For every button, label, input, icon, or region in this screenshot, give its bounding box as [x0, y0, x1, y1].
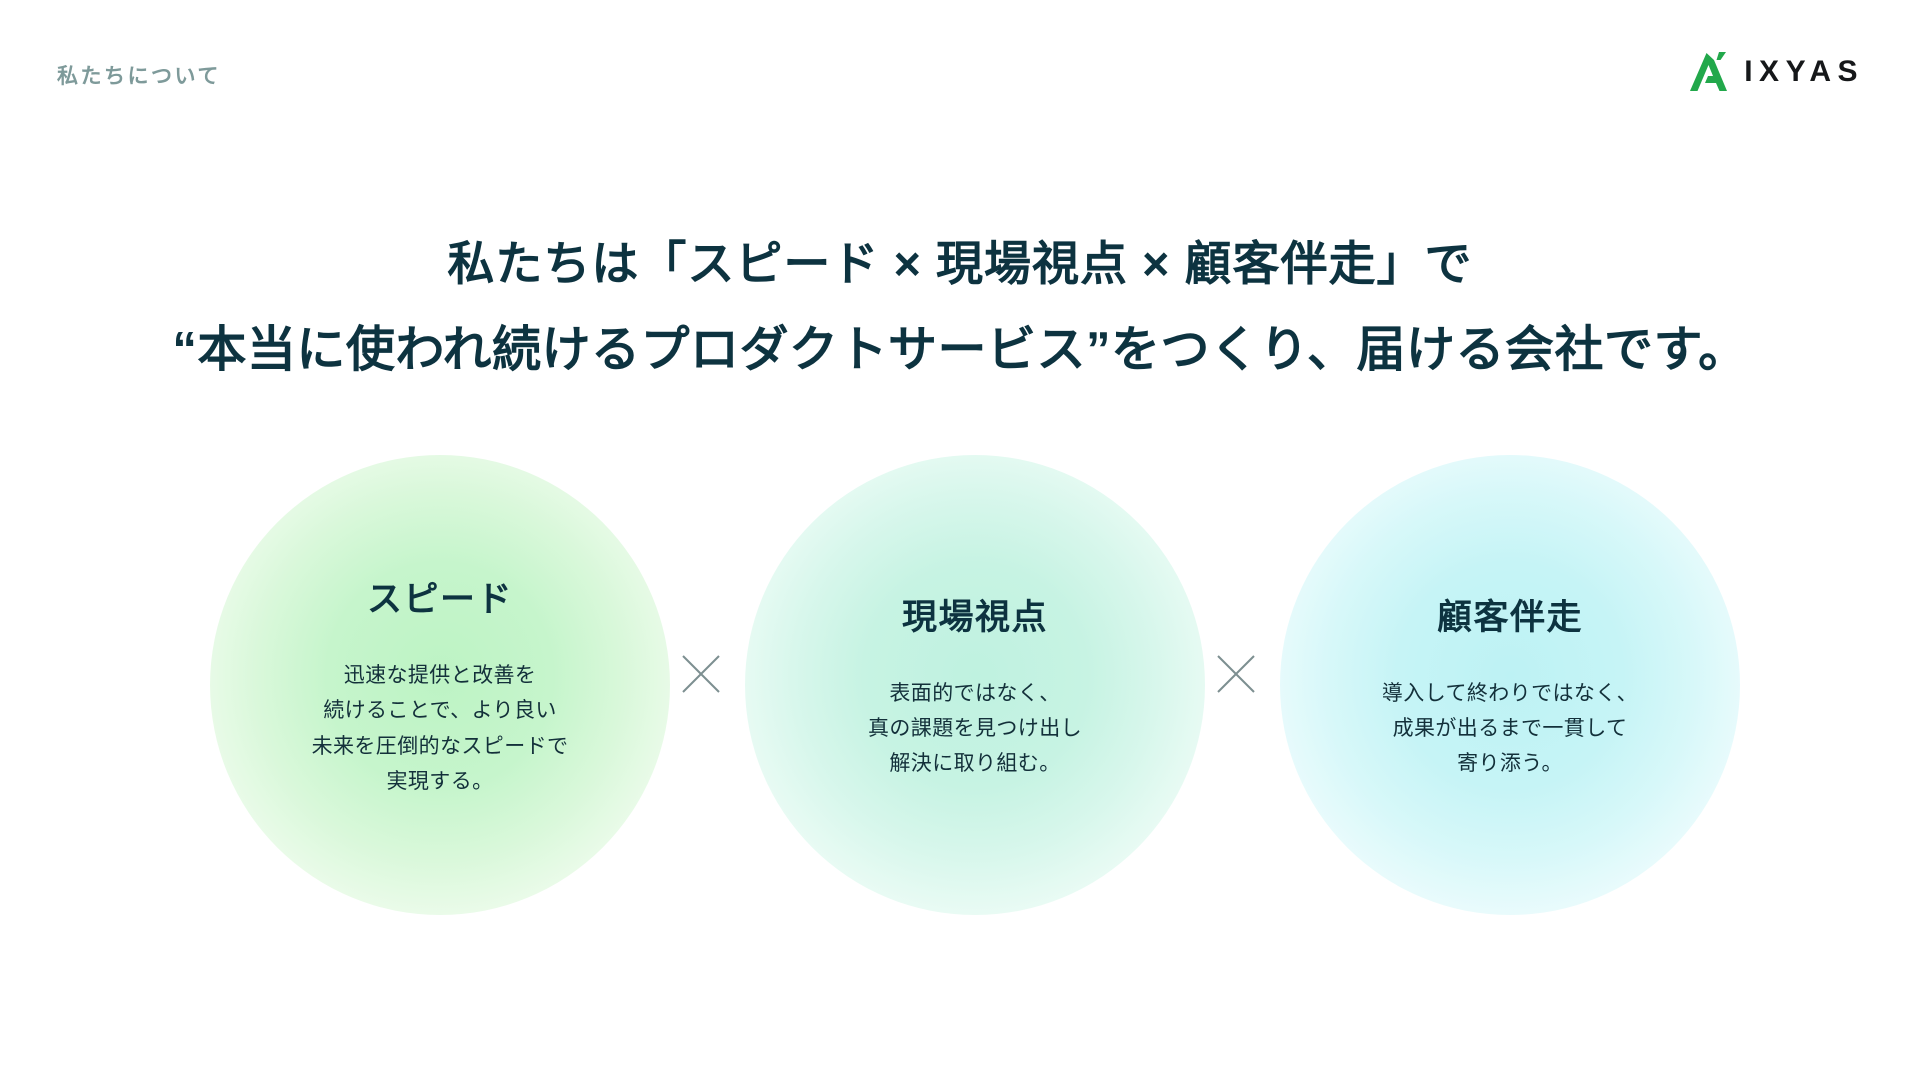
- ixyas-a-mark-icon: [1688, 50, 1730, 94]
- pillar-body-line: 解決に取り組む。: [889, 752, 1061, 776]
- brand-logo: IXYAS: [1688, 50, 1864, 94]
- page-headline: 私たちは「スピード × 現場視点 × 顧客伴走」で “本当に使われ続けるプロダク…: [0, 228, 1920, 388]
- multiply-icon: [1213, 651, 1259, 697]
- brand-wordmark: IXYAS: [1744, 55, 1864, 88]
- pillar-body-line: 表面的ではなく、: [889, 681, 1061, 705]
- pillar-body: 表面的ではなく、 真の課題を見つけ出し 解決に取り組む。: [868, 676, 1082, 782]
- pillar-card-speed: スピード 迅速な提供と改善を 続けることで、より良い 未来を圧倒的なスピードで …: [210, 455, 670, 915]
- pillar-title: 現場視点: [901, 597, 1048, 637]
- pillar-title: スピード: [366, 579, 513, 619]
- pillar-body-line: 未来を圧倒的なスピードで: [311, 734, 569, 758]
- pillars-row: スピード 迅速な提供と改善を 続けることで、より良い 未来を圧倒的なスピードで …: [0, 455, 1920, 955]
- pillar-card-customer-partnership: 顧客伴走 導入して終わりではなく、 成果が出るまで一貫して 寄り添う。: [1280, 455, 1740, 915]
- pillar-body-line: 真の課題を見つけ出し: [868, 716, 1082, 740]
- pillar-title: 顧客伴走: [1436, 597, 1583, 637]
- page-eyebrow-label: 私たちについて: [57, 65, 221, 88]
- pillar-body: 導入して終わりではなく、 成果が出るまで一貫して 寄り添う。: [1382, 676, 1638, 782]
- pillar-card-field-perspective: 現場視点 表面的ではなく、 真の課題を見つけ出し 解決に取り組む。: [745, 455, 1205, 915]
- pillar-body-line: 続けることで、より良い: [323, 699, 557, 723]
- pillar-body-line: 導入して終わりではなく、: [1381, 681, 1639, 705]
- multiply-icon: [678, 651, 724, 697]
- pillar-body: 迅速な提供と改善を 続けることで、より良い 未来を圧倒的なスピードで 実現する。: [312, 658, 569, 799]
- headline-line-1: 私たちは「スピード × 現場視点 × 顧客伴走」で: [447, 237, 1473, 290]
- pillar-body-line: 迅速な提供と改善を: [343, 663, 537, 687]
- pillar-body-line: 成果が出るまで一貫して: [1392, 716, 1628, 740]
- pillar-body-line: 寄り添う。: [1457, 752, 1563, 776]
- pillar-body-line: 実現する。: [386, 769, 494, 793]
- headline-line-2: “本当に使われ続けるプロダクトサービス”をつくり、届ける会社です。: [172, 323, 1748, 378]
